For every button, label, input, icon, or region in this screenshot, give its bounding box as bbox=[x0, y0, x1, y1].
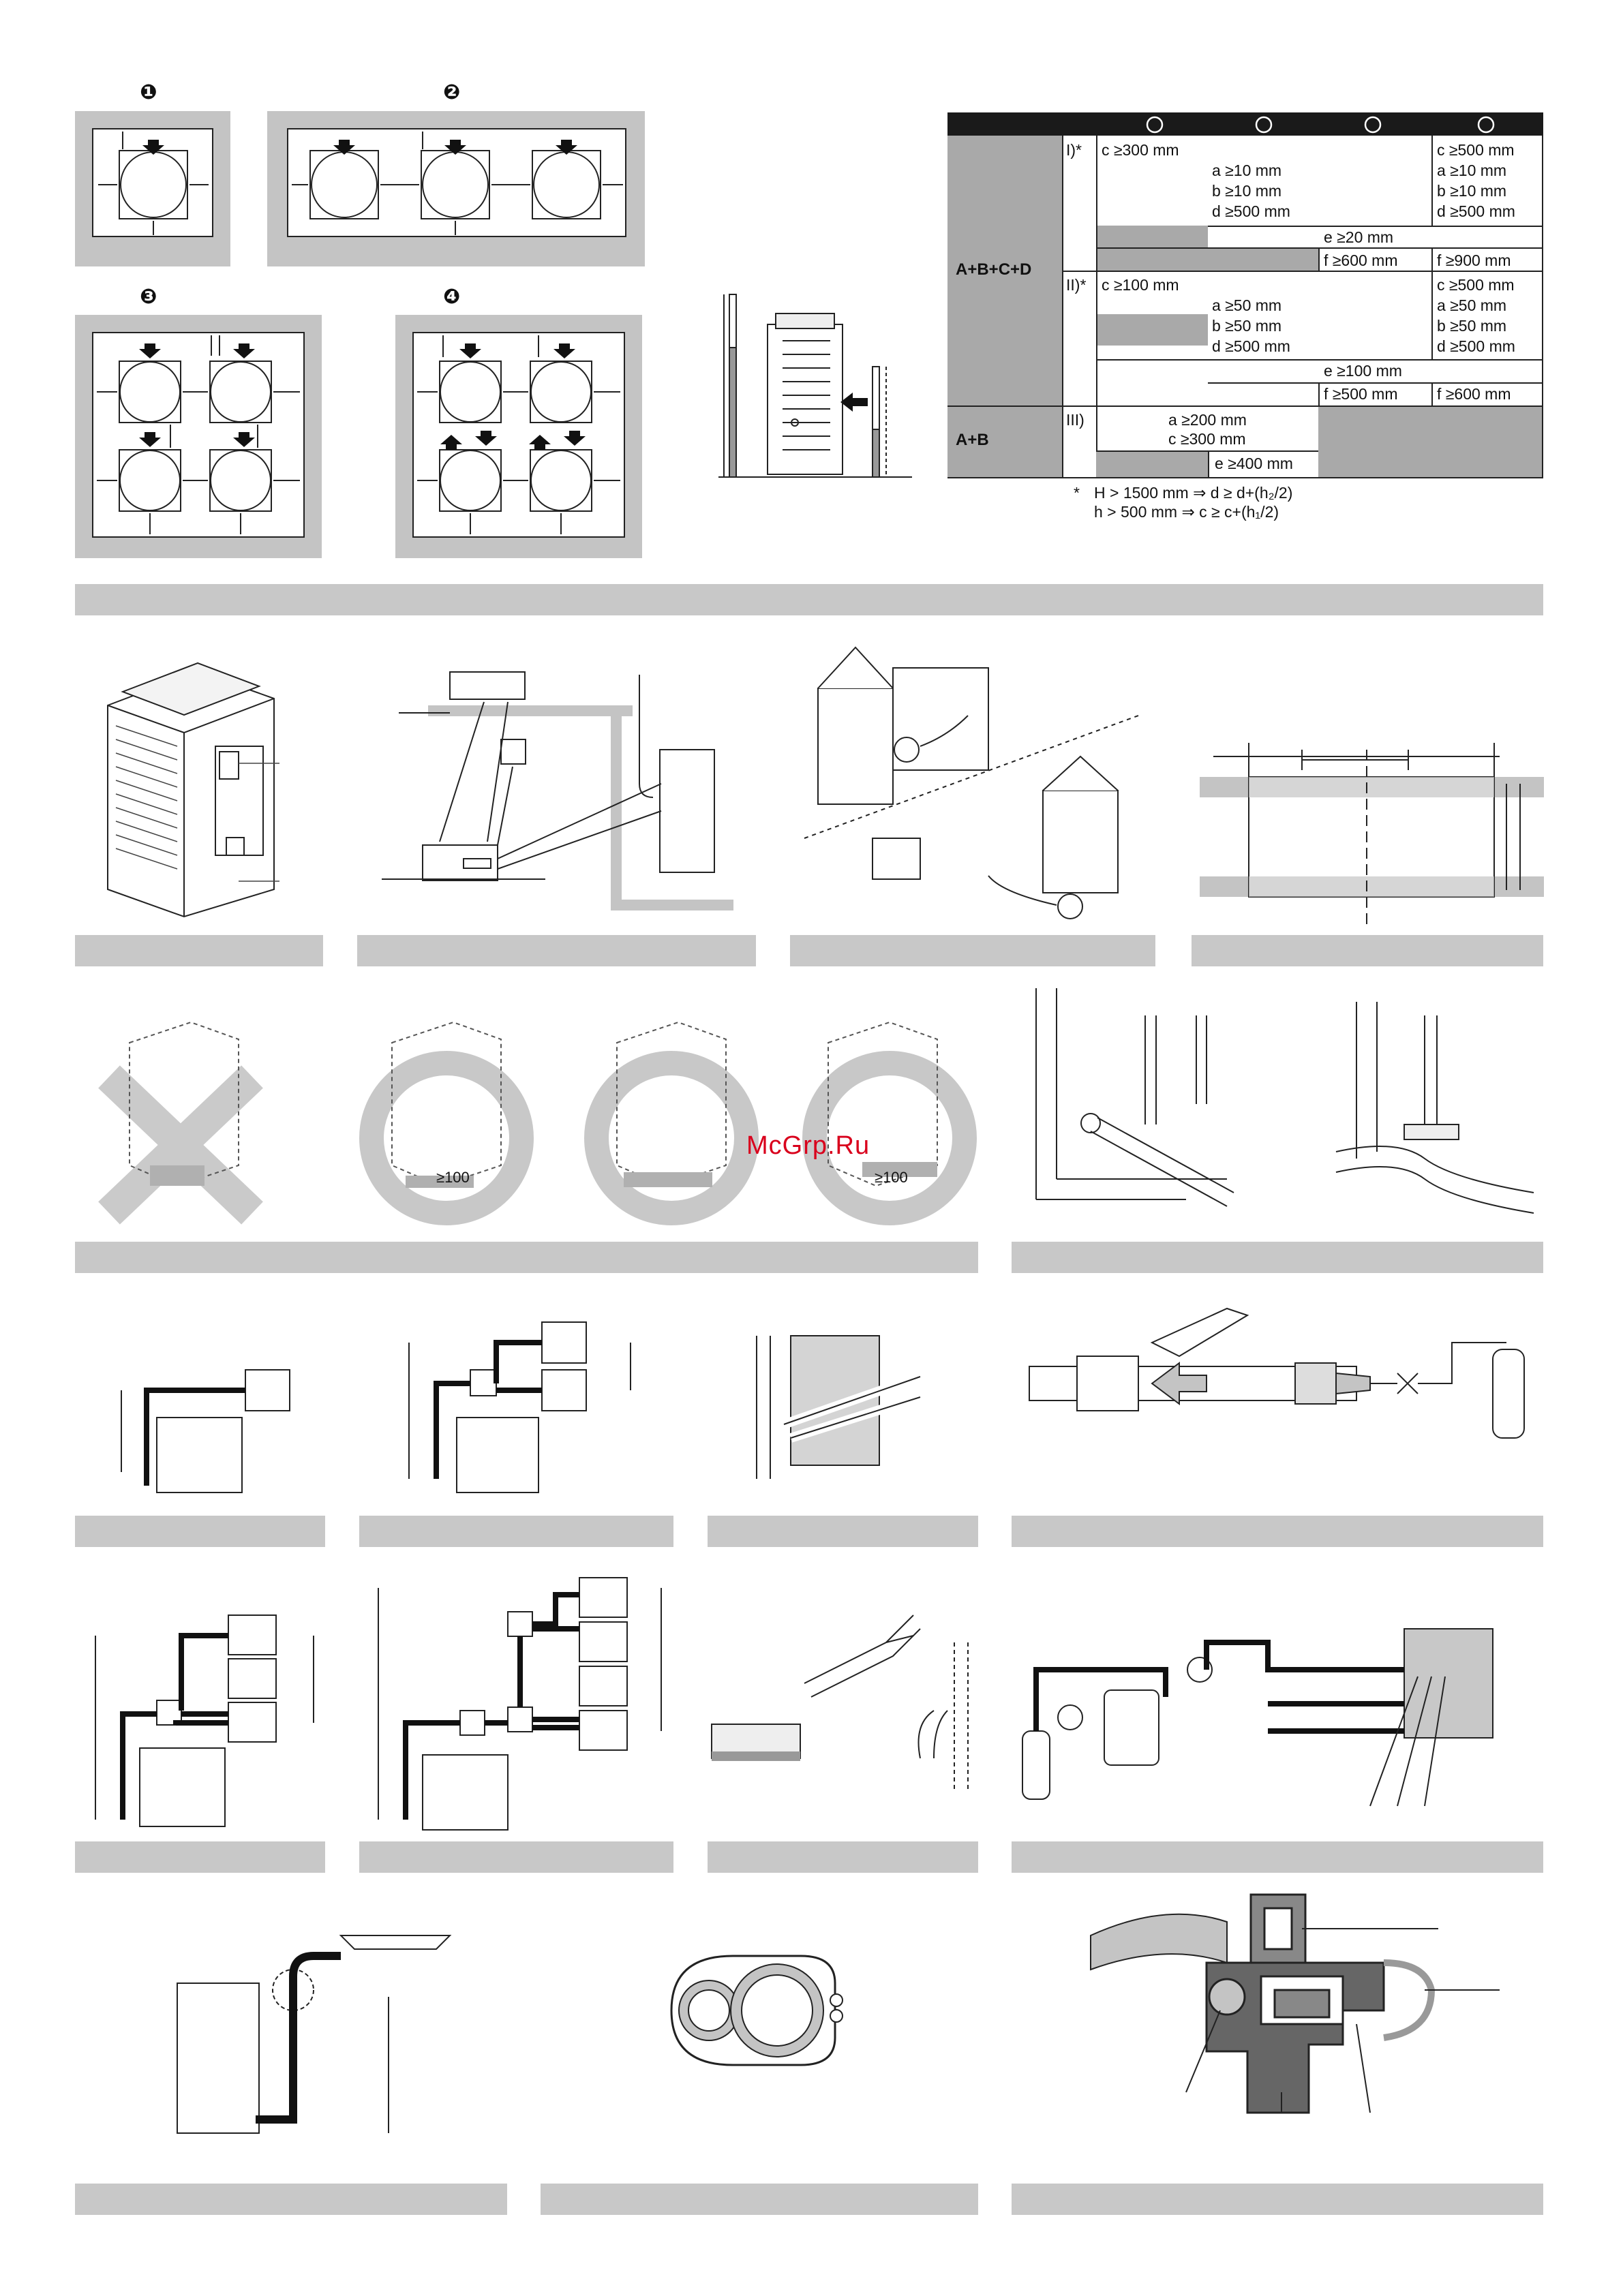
table-header-bar bbox=[947, 112, 1543, 136]
case1-shade-a bbox=[1096, 226, 1208, 247]
column-circle-icon-2 bbox=[1255, 116, 1273, 134]
group-label-ab: A+B bbox=[956, 431, 989, 449]
case-1-b: b ≥10 mm bbox=[1212, 182, 1282, 200]
caption-bar-height-2 bbox=[359, 1516, 673, 1547]
case-3-label: III) bbox=[1066, 411, 1084, 429]
wall-penetration bbox=[756, 1335, 922, 1479]
wiring-diagram bbox=[382, 671, 733, 910]
case-3-c: c ≥300 mm bbox=[1168, 430, 1246, 448]
caption-bar-mounting bbox=[1192, 935, 1543, 966]
caption-bar-unit bbox=[75, 935, 323, 966]
case-1-col4-c: c ≥500 mm bbox=[1437, 141, 1515, 159]
caption-bar-valve bbox=[1012, 2184, 1543, 2215]
section-bar-1 bbox=[75, 584, 1543, 615]
height-diagram-4 bbox=[378, 1577, 662, 1831]
caption-bar-branch bbox=[708, 1841, 978, 1873]
case-2-label: II)* bbox=[1066, 276, 1087, 294]
case3-shade-bottom bbox=[1096, 450, 1208, 478]
caption-bar-brazing bbox=[1012, 1516, 1543, 1547]
layout-3-number: ❸ bbox=[140, 285, 157, 309]
case-2-col4-d: d ≥500 mm bbox=[1437, 337, 1515, 355]
case-1-f-1: f ≥600 mm bbox=[1324, 251, 1398, 269]
case3-shade-right bbox=[1318, 405, 1543, 478]
case-2-col4-c: c ≥500 mm bbox=[1437, 276, 1515, 294]
footnote-line-1: H > 1500 mm ⇒ d ≥ d+(h₂/2) bbox=[1094, 484, 1293, 502]
layout-3-diagram bbox=[75, 315, 322, 558]
caption-bar-lifting bbox=[790, 935, 1155, 966]
clearance-label-right: ≥100 bbox=[436, 1169, 470, 1186]
case-1-col4-d: d ≥500 mm bbox=[1437, 202, 1515, 220]
pipe-exit-side bbox=[1335, 1002, 1534, 1214]
case-1-e: e ≥20 mm bbox=[1324, 228, 1394, 246]
side-elevation-diagram bbox=[718, 294, 912, 478]
layout-1-number: ❶ bbox=[140, 80, 157, 104]
vacuum-diagram bbox=[1022, 1628, 1493, 1807]
case-1-d: d ≥500 mm bbox=[1212, 202, 1290, 220]
column-circle-icon-4 bbox=[1477, 116, 1495, 134]
clearance-label-left: ≥100 bbox=[875, 1169, 908, 1186]
layout-2-number: ❷ bbox=[443, 80, 461, 104]
caption-bar-base bbox=[75, 1242, 978, 1273]
caption-bar-insulation bbox=[541, 2184, 978, 2215]
oil-trap-diagram bbox=[177, 1935, 452, 2134]
case-2-b: b ≥50 mm bbox=[1212, 317, 1282, 335]
lifting-diagram bbox=[804, 646, 1139, 919]
column-circle-icon-1 bbox=[1146, 116, 1164, 134]
caption-bar-height-4 bbox=[359, 1841, 673, 1873]
caption-bar-height-3 bbox=[75, 1841, 325, 1873]
case-1-a: a ≥10 mm bbox=[1212, 162, 1282, 179]
case-2-a: a ≥50 mm bbox=[1212, 296, 1282, 314]
height-diagram-1 bbox=[121, 1369, 290, 1493]
pipe-exit-front bbox=[1035, 988, 1234, 1207]
branch-kit bbox=[711, 1614, 969, 1792]
caption-bar-trap bbox=[75, 2184, 507, 2215]
base-support-correct-1 bbox=[359, 1021, 534, 1225]
footnote-marker: * bbox=[1074, 484, 1080, 502]
pipe-insulation-section bbox=[670, 1955, 843, 2066]
row-label-shade bbox=[947, 136, 1062, 478]
case-2-f-2: f ≥600 mm bbox=[1437, 385, 1511, 403]
watermark: McGrp.Ru bbox=[746, 1131, 870, 1160]
layout-4-diagram bbox=[395, 315, 642, 558]
base-support-incorrect bbox=[98, 1021, 263, 1225]
column-circle-icon-3 bbox=[1364, 116, 1382, 134]
height-diagram-3 bbox=[95, 1614, 314, 1827]
case-1-label: I)* bbox=[1066, 141, 1082, 159]
case-1-col4-b: b ≥10 mm bbox=[1437, 182, 1507, 200]
case1-shade-b bbox=[1096, 247, 1320, 271]
case-1-col4-a: a ≥10 mm bbox=[1437, 162, 1507, 179]
mounting-holes-diagram bbox=[1200, 743, 1544, 927]
caption-bar-piping-exit bbox=[1012, 1242, 1543, 1273]
case-2-col4-b: b ≥50 mm bbox=[1437, 317, 1507, 335]
layout-4-number: ❹ bbox=[443, 285, 461, 309]
layout-2-diagram bbox=[267, 111, 645, 266]
group-label-abcd: A+B+C+D bbox=[956, 260, 1032, 279]
case-1-f-2: f ≥900 mm bbox=[1437, 251, 1511, 269]
case-2-col4-a: a ≥50 mm bbox=[1437, 296, 1507, 314]
base-support-correct-2 bbox=[584, 1021, 759, 1225]
outdoor-unit-illustration bbox=[107, 662, 279, 918]
layout-1-diagram bbox=[75, 111, 230, 266]
base-support-correct-3 bbox=[802, 1021, 977, 1225]
caption-bar-height-1 bbox=[75, 1516, 325, 1547]
case-1-c: c ≥300 mm bbox=[1102, 141, 1179, 159]
caption-bar-wiring bbox=[357, 935, 756, 966]
caption-bar-wall-pass bbox=[708, 1516, 978, 1547]
service-valve-section bbox=[1090, 1893, 1500, 2114]
case-2-d: d ≥500 mm bbox=[1212, 337, 1290, 355]
case-2-c: c ≥100 mm bbox=[1102, 276, 1179, 294]
brazing-diagram bbox=[1029, 1307, 1525, 1439]
case2-shade bbox=[1096, 314, 1208, 346]
case-2-e: e ≥100 mm bbox=[1324, 362, 1402, 380]
height-diagram-2 bbox=[408, 1321, 631, 1493]
case-2-f-1: f ≥500 mm bbox=[1324, 385, 1398, 403]
caption-bar-vacuum bbox=[1012, 1841, 1543, 1873]
case-3-a: a ≥200 mm bbox=[1168, 411, 1247, 429]
case-3-e: e ≥400 mm bbox=[1215, 455, 1293, 472]
spacing-table: A+B+C+D A+B I)* c ≥300 mm a ≥10 mm b ≥10… bbox=[947, 112, 1543, 478]
footnote-line-2: h > 500 mm ⇒ c ≥ c+(h₁/2) bbox=[1094, 503, 1279, 521]
